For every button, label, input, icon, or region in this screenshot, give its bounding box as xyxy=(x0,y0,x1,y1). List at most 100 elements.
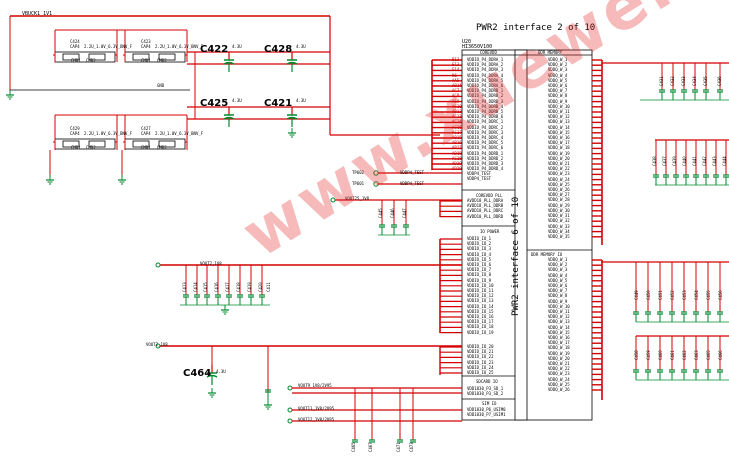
cap-array-c424-value: 2.2U_1.0V_6.3V_BNV_F xyxy=(84,44,133,49)
cap-c421-ref: C421 xyxy=(264,98,293,109)
small-cap-ref: C441 xyxy=(692,156,697,166)
net-label-tp602: VDDP4_TEST xyxy=(400,170,425,175)
small-cap-ref: C456 xyxy=(718,290,723,300)
cap-plate-curved xyxy=(286,61,298,65)
small-cap-ref: C438 xyxy=(652,156,657,166)
net-label-io2: VOUT2_1V8 xyxy=(146,342,168,347)
net-label-tp601: VDDP4_TEST xyxy=(400,181,425,186)
small-cap-ref: C445 xyxy=(378,208,383,218)
net-label-sim1: VOUT12_1V8/2V95 xyxy=(298,417,335,422)
page-title: PWR2 interface 2 of 10 xyxy=(476,23,596,33)
cap-c428-ref: C428 xyxy=(264,44,293,55)
net-label-sd: VOUT9_1V8/2V95 xyxy=(298,383,332,388)
small-cap-ref: C466 xyxy=(718,350,723,360)
section-sim-io: SIM IO xyxy=(482,401,497,406)
small-cap-ref: C434 xyxy=(692,76,697,86)
cap-array-body xyxy=(54,138,116,150)
cap-array-cell xyxy=(62,53,80,61)
net-port xyxy=(287,407,293,413)
small-cap-ref: C437 xyxy=(662,156,667,166)
small-cap-ref: C433 xyxy=(681,76,686,86)
ic-pins-right-top: VDDQ_W_1 VDDQ_W_2 VDDQ_W_3 VDDQ_W_4 VDDQ… xyxy=(548,57,570,239)
small-cap-ref: C419 xyxy=(247,282,252,292)
small-cap-ref: C435 xyxy=(703,76,708,86)
net-label-sim0: VOUT11_1V8/2V95 xyxy=(298,406,335,411)
section-corevdd-pll: COREVDD PLL xyxy=(476,193,503,198)
net-port xyxy=(155,343,161,349)
cap-array-cell xyxy=(132,53,150,61)
cap-plate-curved xyxy=(223,61,235,65)
net-port xyxy=(287,385,293,391)
cap-array-c424-part: CAP4 xyxy=(70,44,80,49)
ic-pins-io-lower: VDDIO_IO_20 VDDIO_IO_21 VDDIO_IO_22 VDDI… xyxy=(467,344,494,376)
cap-array-cell xyxy=(62,140,80,148)
ic-pins-sd: VDD1830_P3_SD_1 VDD1830_P3_SD_2 xyxy=(467,386,504,397)
small-cap-ref: C460 xyxy=(658,350,663,360)
small-cap-ref: C414 xyxy=(193,282,198,292)
small-cap-ref: C455 xyxy=(706,290,711,300)
ic-pinnums-left-top: B12 E13 E14 K6 AA5 AB14 AC7 AC8 AC9 AC10… xyxy=(452,57,462,172)
cap-array-cell xyxy=(88,53,106,61)
small-cap-ref: C447 xyxy=(402,208,407,218)
cap-array-c429-pin1: CMD1 xyxy=(71,145,81,150)
small-cap-ref: C465 xyxy=(351,442,356,452)
cap-array-c427-pin1: CMD1 xyxy=(141,145,151,150)
cap-array-c427-pin2: CMD2 xyxy=(157,145,167,150)
small-cap-ref: C436 xyxy=(717,76,722,86)
net-label-io1: VOUT2_1V8 xyxy=(200,261,222,266)
cap-c425-ref: C425 xyxy=(200,98,229,109)
cap-plate-curved xyxy=(286,116,298,120)
cap-c422-ref: C422 xyxy=(200,44,229,55)
small-cap-ref: C439 xyxy=(672,156,677,166)
small-cap-ref: C446 xyxy=(390,208,395,218)
cap-c428-value: 4.3U xyxy=(296,44,306,49)
section-ddr-memory-io: DDR MEMORY IO xyxy=(531,252,563,257)
small-cap-ref: C467 xyxy=(368,442,373,452)
small-cap-ref: C431 xyxy=(659,76,664,86)
cap-c464-value: 4.3U xyxy=(216,369,226,374)
section-io-power: IO POWER xyxy=(480,229,500,234)
cap-array-c429-ref: C429 xyxy=(70,126,80,131)
net-label-pll: VOUT25_1V8 xyxy=(345,196,370,201)
cap-c422-value: 4.3U xyxy=(232,44,242,49)
testpoint-tp601: TP601 xyxy=(352,181,365,186)
small-cap-ref: C413 xyxy=(182,282,187,292)
small-cap-ref: C454 xyxy=(694,290,699,300)
small-cap-ref: C451 xyxy=(658,290,663,300)
ic-pins-right-bottom: VDDQ_W_1 VDDQ_W_2 VDDQ_W_3 VDDQ_W_4 VDDQ… xyxy=(548,257,570,393)
ic-ref: U20 xyxy=(462,39,472,45)
small-cap-ref: C420 xyxy=(258,282,263,292)
small-cap-ref: C461 xyxy=(670,350,675,360)
small-cap-ref: C440 xyxy=(682,156,687,166)
ic-pins-left-top: VDDIO_P4_DDRA_1 VDDIO_P4_DDRA_2 VDDIO_P4… xyxy=(467,57,504,172)
ic-u20-center-bar xyxy=(514,49,528,421)
net-port xyxy=(287,418,293,424)
cap-array-cell xyxy=(88,140,106,148)
small-cap-ref: C416 xyxy=(214,282,219,292)
section-sdcard-io: SDCARD IO xyxy=(476,379,498,384)
small-cap-ref: C450 xyxy=(646,290,651,300)
cap-array-c427-value: 2.2U_1.0V_6.3V_BNV_F xyxy=(155,131,204,136)
ic-interface-label: PWR2 interface 6 of 10 xyxy=(511,196,521,316)
cap-array-body xyxy=(124,138,186,150)
small-cap-ref: C458 xyxy=(634,350,639,360)
ic-pins-test: VDDP4_TEST VDDP4_TEST xyxy=(467,171,492,182)
section-corevdd: COREVDD xyxy=(480,50,497,55)
cap-array-cell xyxy=(158,53,176,61)
cap-array-c427-part: CAP4 xyxy=(141,131,151,136)
cap-array-c424-pin1: CMD1 xyxy=(71,58,81,63)
small-cap-ref: C449 xyxy=(634,290,639,300)
cap-array-c427-ref: C427 xyxy=(141,126,151,131)
cap-array-c423-pin1: CMD1 xyxy=(141,58,151,63)
cap-array-c423-part: CAP4 xyxy=(141,44,151,49)
ic-part: HI3650V100 xyxy=(462,44,493,50)
small-cap-ref: C452 xyxy=(670,290,675,300)
testpoint-tp602: TP602 xyxy=(352,170,365,175)
cap-array-body xyxy=(124,51,186,63)
small-cap-ref: C417 xyxy=(225,282,230,292)
cap-c421-value: 4.3U xyxy=(296,98,306,103)
ic-pins-pll: AVDD18_PLL_DDRA AVDD18_PLL_DDRB AVDD18_P… xyxy=(467,198,504,219)
ic-pins-sim: VDD1830_P6_USIM0 VDD1830_P7_USIM1 xyxy=(467,407,506,418)
ic-pins-io: VDDIO_IO_1 VDDIO_IO_2 VDDIO_IO_3 VDDIO_I… xyxy=(467,236,494,335)
